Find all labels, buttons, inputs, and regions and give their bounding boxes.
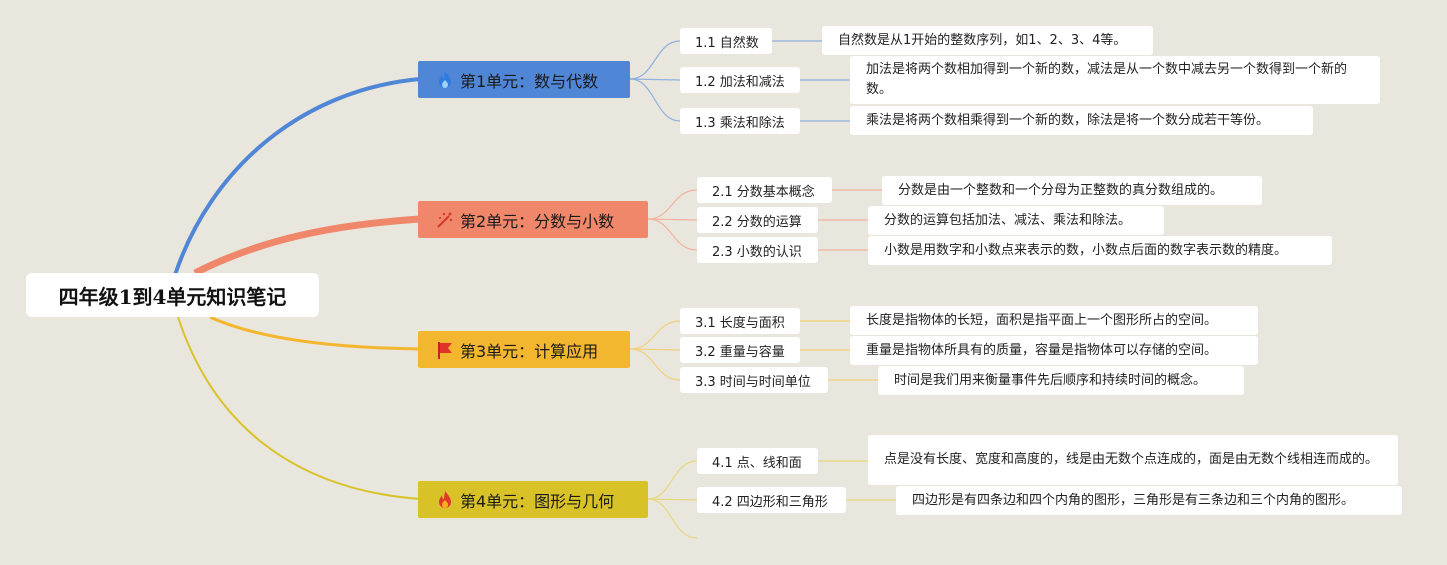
unit-1-node[interactable]: 第1单元：数与代数 — [418, 61, 630, 98]
unit-1-topic-links — [629, 40, 850, 122]
note-1-1: 自然数是从1开始的整数序列，如1、2、3、4等。 — [822, 26, 1153, 55]
note-3-1: 长度是指物体的长短，面积是指平面上一个图形所占的空间。 — [850, 306, 1258, 335]
sparkle-icon — [434, 209, 456, 231]
topic-3-2[interactable]: 3.2 重量与容量 — [680, 337, 800, 363]
unit-2-topic-links — [647, 189, 882, 251]
unit-1-label: 第1单元：数与代数 — [460, 71, 599, 91]
topic-3-1[interactable]: 3.1 长度与面积 — [680, 308, 800, 334]
topic-2-3[interactable]: 2.3 小数的认识 — [697, 237, 818, 263]
unit-4-label: 第4单元：图形与几何 — [460, 491, 615, 511]
branch-unit-4 — [177, 316, 421, 500]
branch-unit-2 — [193, 215, 421, 277]
root-title[interactable]: 四年级1到4单元知识笔记 — [26, 273, 319, 317]
fire-icon — [434, 489, 456, 511]
topic-4-1[interactable]: 4.1 点、线和面 — [697, 448, 818, 474]
topic-3-3[interactable]: 3.3 时间与时间单位 — [680, 367, 828, 393]
unit-4-node[interactable]: 第4单元：图形与几何 — [418, 481, 648, 518]
unit-4-topic-links — [647, 460, 896, 539]
branch-unit-1 — [173, 77, 421, 276]
unit-3-node[interactable]: 第3单元：计算应用 — [418, 331, 630, 368]
note-1-2: 加法是将两个数相加得到一个新的数，减法是从一个数中减去另一个数得到一个新的数。 — [850, 56, 1380, 104]
unit-3-label: 第3单元：计算应用 — [460, 341, 599, 361]
note-3-2: 重量是指物体所具有的质量，容量是指物体可以存储的空间。 — [850, 336, 1258, 365]
note-2-2: 分数的运算包括加法、减法、乘法和除法。 — [868, 206, 1164, 235]
topic-1-3[interactable]: 1.3 乘法和除法 — [680, 108, 800, 134]
topic-1-2[interactable]: 1.2 加法和减法 — [680, 67, 800, 93]
branch-unit-3 — [209, 315, 421, 351]
flame-blue-icon — [434, 69, 456, 91]
topic-4-2[interactable]: 4.2 四边形和三角形 — [697, 487, 846, 513]
unit-2-label: 第2单元：分数与小数 — [460, 211, 615, 231]
unit-3-topic-links — [629, 320, 878, 381]
note-3-3: 时间是我们用来衡量事件先后顺序和持续时间的概念。 — [878, 366, 1244, 395]
topic-2-2[interactable]: 2.2 分数的运算 — [697, 207, 818, 233]
unit-2-node[interactable]: 第2单元：分数与小数 — [418, 201, 648, 238]
note-4-1: 点是没有长度、宽度和高度的，线是由无数个点连成的，面是由无数个线相连而成的。 — [868, 435, 1398, 485]
note-2-3: 小数是用数字和小数点来表示的数，小数点后面的数字表示数的精度。 — [868, 236, 1332, 265]
note-2-1: 分数是由一个整数和一个分母为正整数的真分数组成的。 — [882, 176, 1262, 205]
note-1-3: 乘法是将两个数相乘得到一个新的数，除法是将一个数分成若干等份。 — [850, 106, 1313, 135]
note-4-2: 四边形是有四条边和四个内角的图形，三角形是有三条边和三个内角的图形。 — [896, 486, 1402, 515]
topic-2-1[interactable]: 2.1 分数基本概念 — [697, 177, 832, 203]
flag-icon — [434, 339, 456, 361]
topic-1-1[interactable]: 1.1 自然数 — [680, 28, 772, 54]
